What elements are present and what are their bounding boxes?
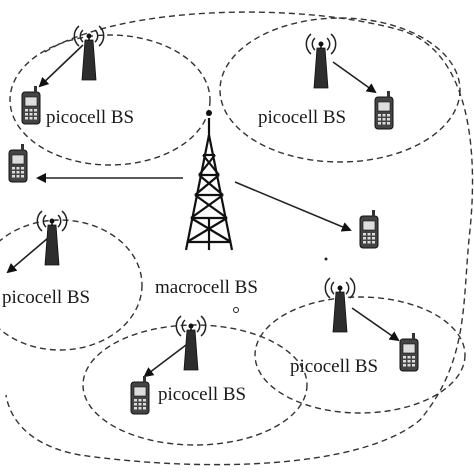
macrocell-coverage: [5, 11, 474, 466]
picocell-label-bottom-mid: picocell BS: [158, 384, 246, 405]
mobile-phone-icon: [8, 143, 28, 183]
picocell-coverage-top-left: [9, 34, 211, 166]
picocell-antenna-top-left-icon: [73, 25, 105, 81]
pico-link-bottom-right: [351, 307, 400, 342]
picocell-label-bottom-right: picocell BS: [290, 356, 378, 377]
picocell-coverage-top-right: [219, 17, 461, 163]
picocell-antenna-bottom-mid-icon: [175, 315, 207, 371]
mobile-phone-icon: [21, 85, 41, 125]
picocell-label-mid-left: picocell BS: [2, 287, 90, 308]
pico-link-mid-left: [6, 237, 49, 274]
picocell-label-top-left: picocell BS: [46, 107, 134, 128]
picocell-antenna-mid-left-icon: [36, 210, 68, 266]
picocell-coverage-mid-left: [0, 219, 143, 351]
small-dot-marker: [324, 257, 328, 261]
pico-link-top-right: [332, 61, 377, 94]
mobile-phone-icon: [359, 209, 379, 249]
pico-link-bottom-mid: [143, 344, 187, 378]
picocell-antenna-top-right-icon: [305, 33, 337, 89]
picocell-coverage-bottom-right: [254, 296, 466, 414]
pico-link-top-left: [38, 44, 84, 88]
picocell-coverage-bottom-mid: [82, 324, 308, 446]
mobile-phone-icon: [374, 90, 394, 130]
macro-center-marker: [233, 307, 239, 313]
picocell-antenna-bottom-right-icon: [324, 277, 356, 333]
macro-link-right: [234, 181, 352, 232]
mobile-phone-icon: [130, 375, 150, 415]
picocell-label-top-right: picocell BS: [258, 107, 346, 128]
macrocell-label: macrocell BS: [155, 277, 258, 298]
macrocell-tower-icon: [184, 110, 234, 251]
mobile-phone-icon: [399, 332, 419, 372]
